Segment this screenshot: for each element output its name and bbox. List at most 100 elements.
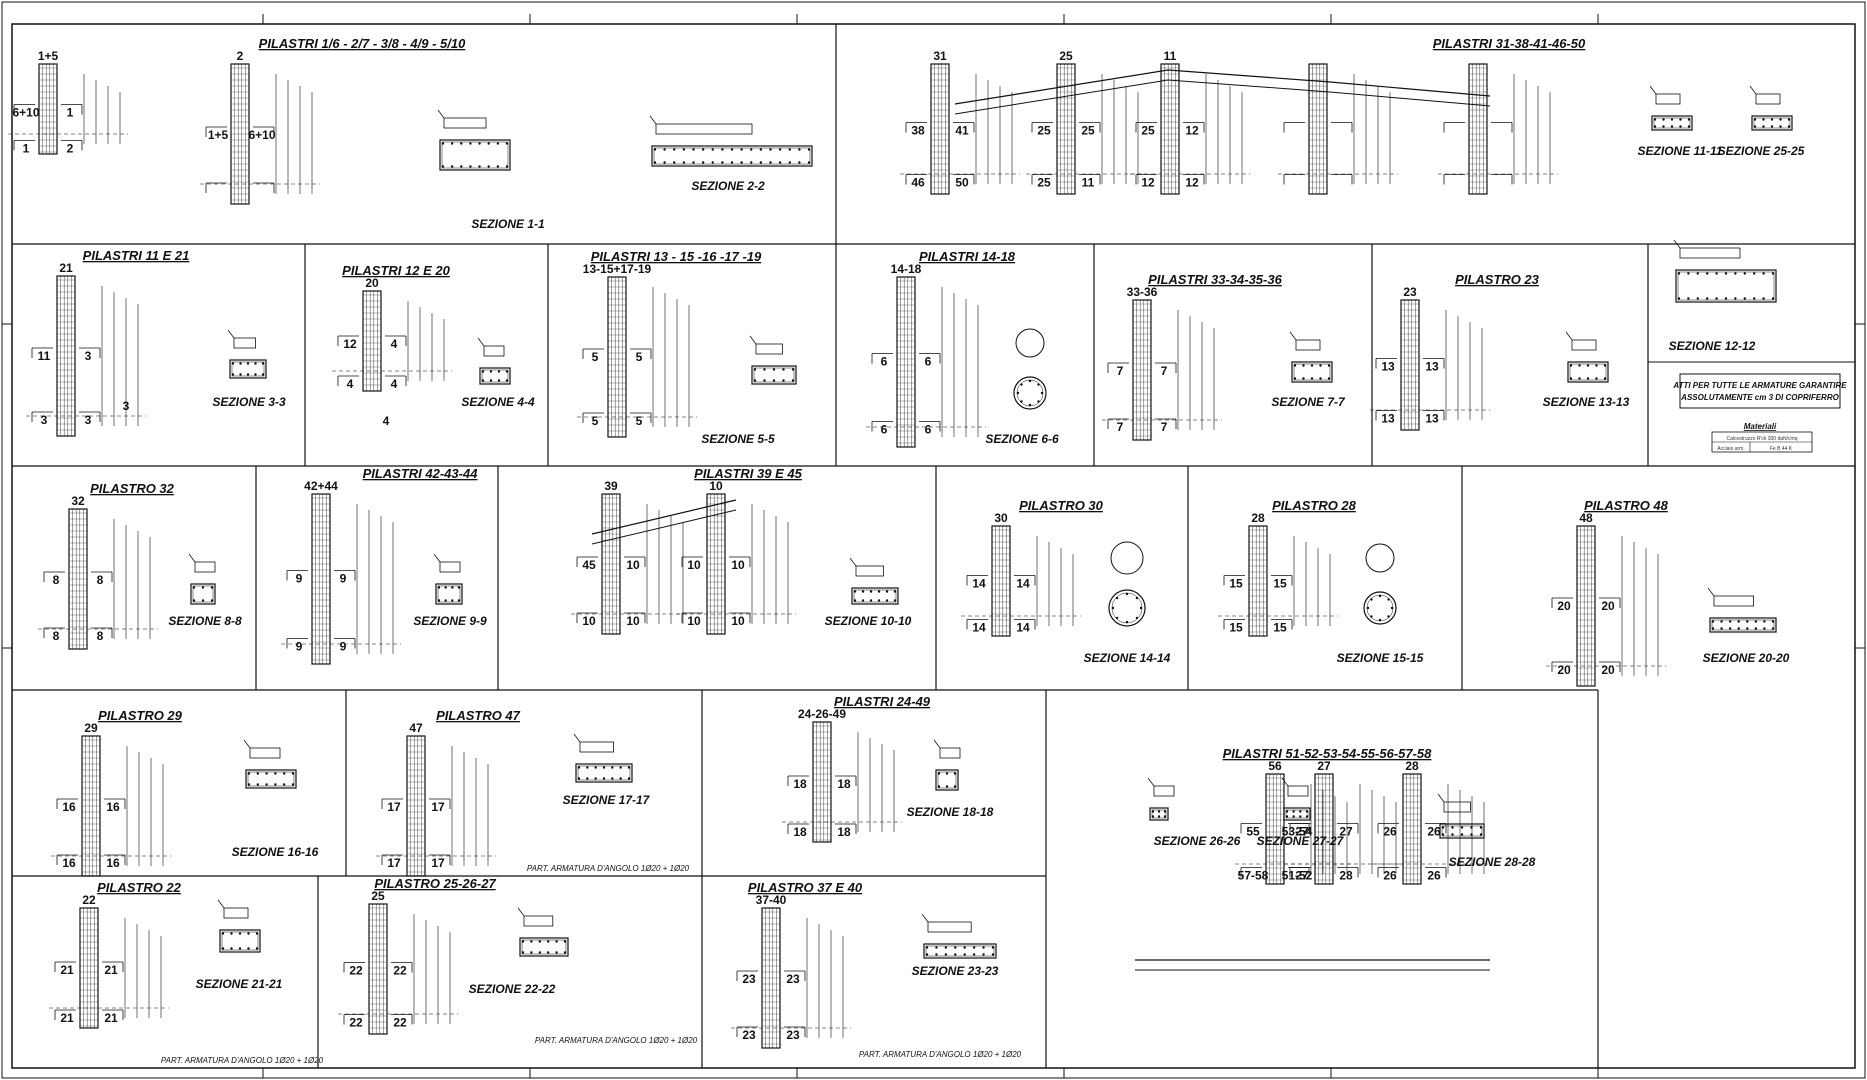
panel-title: PILASTRI 24-49 <box>834 694 931 709</box>
part-note-22: PART. ARMATURA D'ANGOLO 1Ø20 + 1Ø20 <box>535 1036 698 1045</box>
section-label: SEZIONE 17-17 <box>563 793 651 807</box>
section-label: SEZIONE 12-12 <box>1669 339 1756 353</box>
cross-section-drawing <box>1289 331 1333 383</box>
note-line-1: ATTI PER TUTTE LE ARMATURE GARANTIRE <box>1672 381 1847 390</box>
circular-section-drawing <box>1363 543 1397 625</box>
cut-label: 23 <box>786 1028 800 1042</box>
column-label: 31 <box>933 49 947 63</box>
column-label: 13-15+17-19 <box>583 262 652 276</box>
column-elevation <box>577 276 697 438</box>
cross-section-drawing <box>1673 239 1777 303</box>
cross-section-drawing <box>1707 587 1777 633</box>
roof-beam-lower <box>591 509 737 545</box>
cut-label: 12 <box>1141 176 1155 190</box>
column-label: 39 <box>604 479 618 493</box>
column-elevation <box>49 907 169 1029</box>
cross-section-drawing <box>1281 777 1311 821</box>
cut-label: 15 <box>1229 577 1243 591</box>
cross-section-drawing <box>933 739 961 791</box>
section-label: SEZIONE 16-16 <box>232 845 319 859</box>
cut-label: 9 <box>340 640 347 654</box>
cut-label: 5 <box>636 350 643 364</box>
panel-title: PILASTRO 47 <box>436 708 521 723</box>
column-label: 28 <box>1405 759 1419 773</box>
cut-label: 16 <box>62 800 76 814</box>
cut-label: 45 <box>582 558 596 572</box>
cross-section-drawing <box>243 739 297 789</box>
section-label: SEZIONE 11-11 <box>1638 144 1723 158</box>
cross-section-drawing <box>437 109 511 171</box>
cut-label: 18 <box>793 825 807 839</box>
section-label: SEZIONE 4-4 <box>461 395 535 409</box>
cut-label: 9 <box>340 572 347 586</box>
cut-label: 7 <box>1161 364 1168 378</box>
cut-label: 21 <box>104 1011 118 1025</box>
column-label: 24-26-49 <box>798 707 846 721</box>
column-elevation <box>1026 63 1146 195</box>
cut-label: 51-52 <box>1282 869 1313 883</box>
column-elevation <box>1284 773 1404 885</box>
section-label: SEZIONE 25-25 <box>1718 144 1805 158</box>
cut-label: 22 <box>393 964 407 978</box>
cut-label: 25 <box>1081 124 1095 138</box>
cut-label: 17 <box>431 856 445 870</box>
panel-title: PILASTRO 23 <box>1455 272 1540 287</box>
panel-title: PILASTRI 1/6 - 2/7 - 3/8 - 4/9 - 5/10 <box>259 36 466 51</box>
part-notes: PART. ARMATURA D'ANGOLO 1Ø20 + 1Ø20 PART… <box>161 864 1022 1065</box>
cut-label: 13 <box>1425 360 1439 374</box>
mark-label: 4 <box>383 414 390 428</box>
cut-label: 2 <box>67 142 74 156</box>
section-label: SEZIONE 2-2 <box>691 179 765 193</box>
panel-title: PILASTRO 48 <box>1584 498 1669 513</box>
cut-label: 6 <box>881 355 888 369</box>
cut-label: 20 <box>1557 599 1571 613</box>
cut-label: 27 <box>1339 825 1353 839</box>
column-label: 48 <box>1579 511 1593 525</box>
column-label: 28 <box>1251 511 1265 525</box>
column-elevation <box>1370 299 1490 431</box>
section-label: SEZIONE 28-28 <box>1449 855 1536 869</box>
cut-label: 8 <box>53 573 60 587</box>
column-label: 27 <box>1317 759 1331 773</box>
section-label: SEZIONE 3-3 <box>212 395 286 409</box>
cut-label: 13 <box>1381 360 1395 374</box>
panel-title: PILASTRI 13 - 15 -16 -17 -19 <box>591 249 762 264</box>
section-label: SEZIONE 14-14 <box>1084 651 1171 665</box>
column-label: 10 <box>709 479 723 493</box>
cut-label: 17 <box>387 856 401 870</box>
cut-label: 10 <box>687 614 701 628</box>
cut-label: 22 <box>349 964 363 978</box>
cut-label: 16 <box>62 856 76 870</box>
column-elevation <box>676 493 796 635</box>
section-label: SEZIONE 6-6 <box>985 432 1059 446</box>
roof-beam <box>954 69 1491 105</box>
column-label: 11 <box>1164 49 1177 63</box>
cross-section-drawing <box>433 553 463 605</box>
cut-label: 20 <box>1557 663 1571 677</box>
cut-label: 1 <box>67 106 74 120</box>
cut-label: 14 <box>1016 621 1030 635</box>
cross-section-drawing <box>227 329 267 379</box>
materials-row2-label: Acciaio arm. <box>1717 446 1745 452</box>
part-note-23: PART. ARMATURA D'ANGOLO 1Ø20 + 1Ø20 <box>859 1050 1022 1059</box>
cut-label: 7 <box>1117 420 1124 434</box>
cut-label: 16 <box>106 800 120 814</box>
cut-label: 27 <box>1295 825 1309 839</box>
column-label: 33-36 <box>1127 285 1158 299</box>
panel-grid <box>12 24 1855 1068</box>
cut-label: 10 <box>626 558 640 572</box>
column-elevation <box>338 903 458 1035</box>
column-label: 56 <box>1268 759 1282 773</box>
cross-section-drawing <box>573 733 633 783</box>
cut-label: 6+10 <box>12 106 39 120</box>
cross-section-drawing <box>477 337 511 385</box>
